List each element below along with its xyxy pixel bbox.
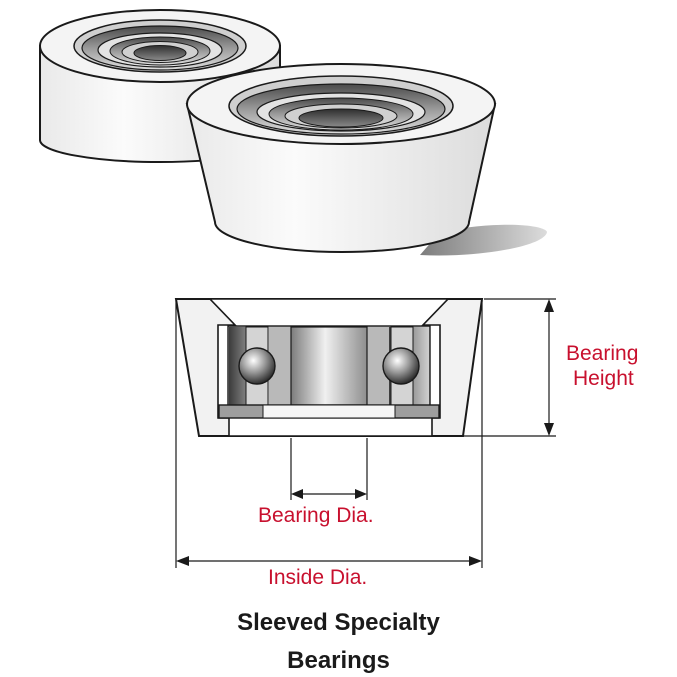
bearing-height-label-line2: Height <box>573 367 634 390</box>
dimension-lines <box>175 298 556 568</box>
bearing-cross-section <box>174 298 484 437</box>
bearing-height-label-line1: Bearing <box>566 342 639 365</box>
inside-dia-label: Inside Dia. <box>268 566 368 589</box>
caption-line1: Sleeved Specialty <box>237 609 440 636</box>
caption-line2: Bearings <box>287 647 390 674</box>
bearing-dia-label: Bearing Dia. <box>258 504 374 527</box>
front-bearing-illustration <box>185 63 547 256</box>
back-bearing-illustration <box>39 9 281 163</box>
